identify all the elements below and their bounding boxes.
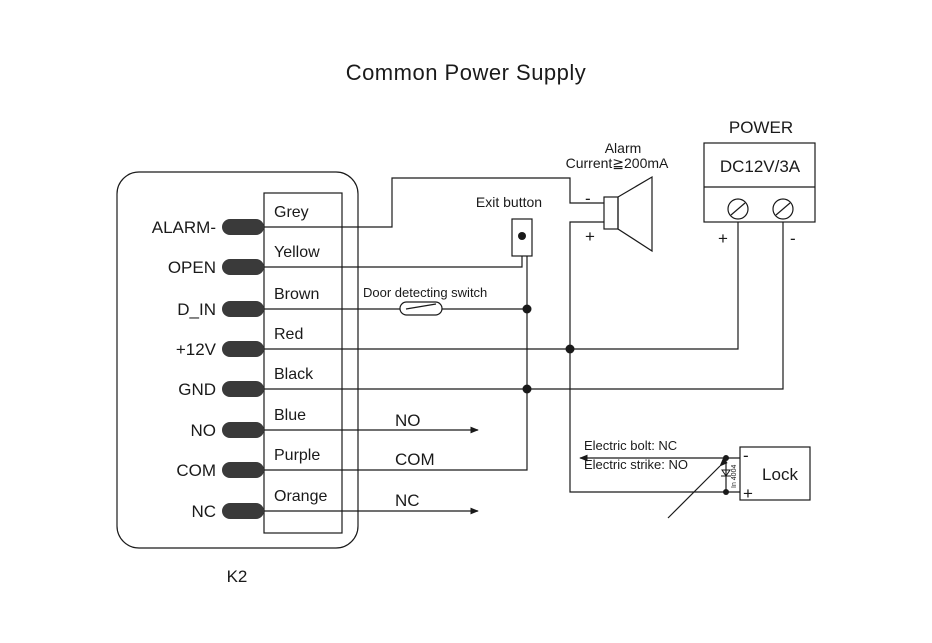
wire-color-label: Brown xyxy=(274,286,319,303)
alarm-minus-sign: - xyxy=(585,189,591,208)
wire-color-label: Purple xyxy=(274,447,320,464)
terminal-label: NC xyxy=(191,502,216,521)
output-no-label: NO xyxy=(395,411,421,430)
wiring xyxy=(264,177,784,519)
terminal-pin xyxy=(222,503,264,519)
lock-label: Lock xyxy=(762,465,798,484)
terminal-pin xyxy=(222,301,264,317)
purple-wire xyxy=(264,256,528,471)
wire-color-label: Red xyxy=(274,326,303,343)
wire-color-label: Orange xyxy=(274,488,327,505)
screw-terminal-icon xyxy=(772,198,794,220)
terminal-label: OPEN xyxy=(168,258,216,277)
exit-button-dot xyxy=(518,232,526,240)
terminal-label: GND xyxy=(178,380,216,399)
power-rating: DC12V/3A xyxy=(720,157,801,176)
electric-strike-note: Electric strike: NO xyxy=(584,457,688,472)
power-box xyxy=(703,142,816,223)
exit-button-label: Exit button xyxy=(476,194,542,210)
terminal-pin xyxy=(222,462,264,478)
terminal-label: ALARM- xyxy=(152,218,216,237)
black-wire xyxy=(264,222,784,390)
lock-minus-sign: - xyxy=(743,446,749,465)
terminal-label: +12V xyxy=(176,340,217,359)
diagram-title: Common Power Supply xyxy=(346,60,587,85)
terminal-label: NO xyxy=(191,421,217,440)
controller-body xyxy=(116,171,359,549)
terminal-pin xyxy=(222,341,264,357)
lock-box xyxy=(739,446,811,501)
screw-slot xyxy=(775,202,791,216)
grey-wire xyxy=(264,177,604,228)
screw-terminal-icon xyxy=(727,198,749,220)
power-plus-sign: + xyxy=(718,229,728,248)
terminal-pin xyxy=(222,259,264,275)
output-nc-label: NC xyxy=(395,491,420,510)
output-com-label: COM xyxy=(395,450,435,469)
note-pointer xyxy=(667,458,728,519)
junction-dot xyxy=(565,344,575,354)
power-minus-sign: - xyxy=(790,229,796,248)
screw-slot xyxy=(730,202,746,216)
alarm-horn xyxy=(617,175,653,253)
wire-color-label: Blue xyxy=(274,407,306,424)
door-switch-label: Door detecting switch xyxy=(363,285,487,300)
alarm-plus-wire xyxy=(569,221,740,493)
wire-color-label: Black xyxy=(274,366,314,383)
red-wire xyxy=(264,222,739,350)
lock-plus-sign: + xyxy=(743,484,753,503)
wire-label-panel xyxy=(263,192,343,534)
terminal-label: COM xyxy=(176,461,216,480)
junction-dot xyxy=(723,455,729,461)
alarm-current-label: Current≧200mA xyxy=(566,155,669,171)
alarm-label: Alarm xyxy=(605,140,642,156)
junction-dot xyxy=(723,489,729,495)
wire-color-label: Yellow xyxy=(274,244,320,261)
terminal-pin xyxy=(222,219,264,235)
wire-color-label: Grey xyxy=(274,204,309,221)
alarm-speaker-icon xyxy=(603,196,619,230)
power-label: POWER xyxy=(729,118,793,137)
terminal-pin xyxy=(222,422,264,438)
junction-dot xyxy=(522,304,532,314)
electric-bolt-note: Electric bolt: NC xyxy=(584,438,677,453)
door-switch-icon xyxy=(399,301,443,316)
diode-label: In 4004 xyxy=(731,465,738,488)
terminal-label: D_IN xyxy=(177,300,216,319)
junction-dot xyxy=(522,384,532,394)
terminal-pin xyxy=(222,381,264,397)
alarm-plus-sign: + xyxy=(585,227,595,246)
diode-icon xyxy=(721,469,731,477)
controller-label: K2 xyxy=(227,567,248,586)
door-switch-contact xyxy=(405,303,437,310)
exit-button-icon xyxy=(511,218,533,257)
yellow-wire xyxy=(264,256,523,268)
